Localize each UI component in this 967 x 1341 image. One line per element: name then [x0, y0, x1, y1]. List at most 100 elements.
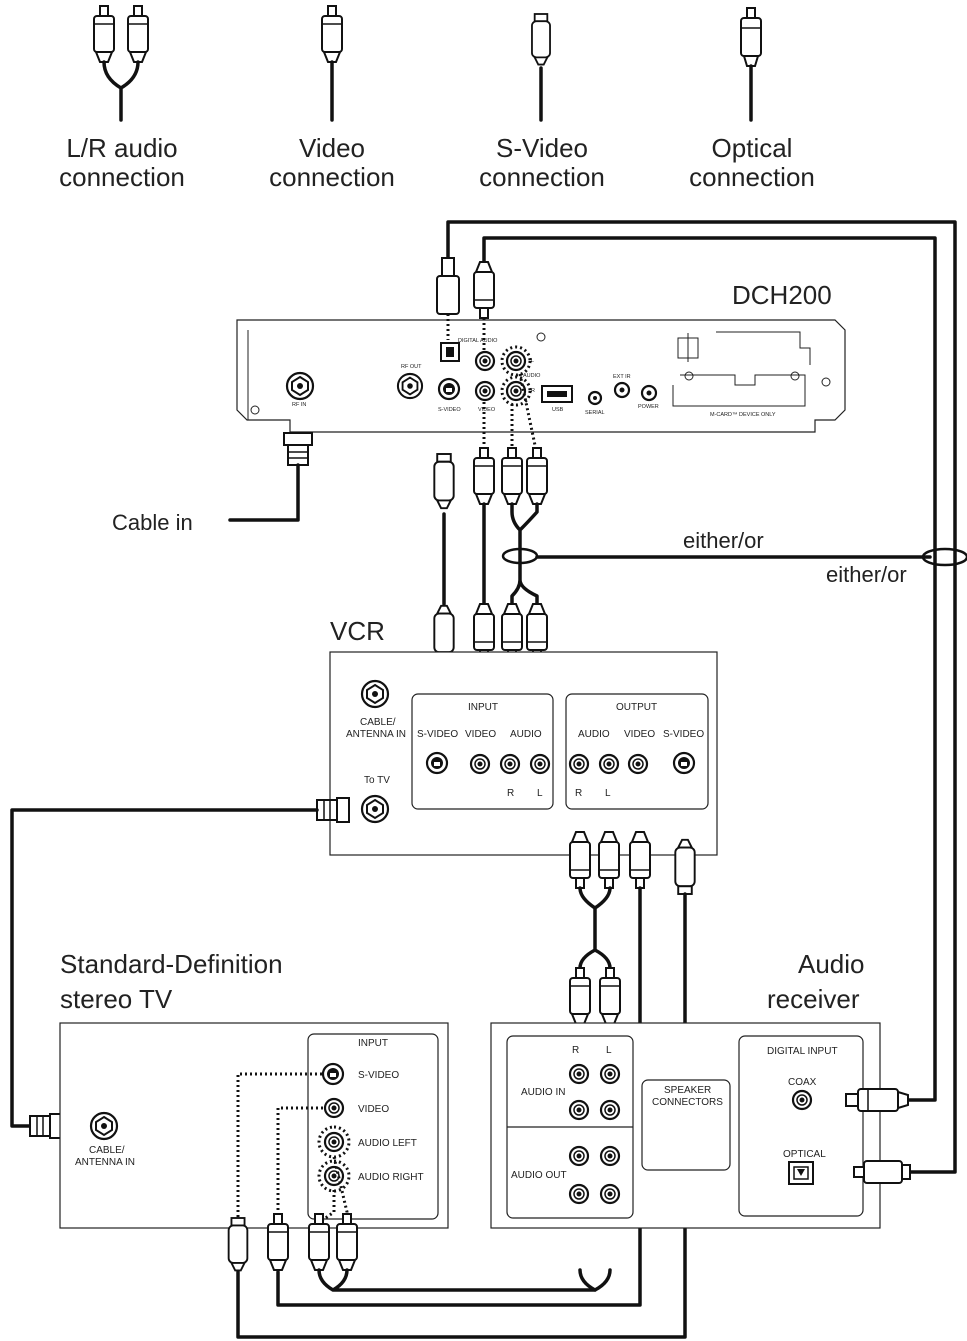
- legend-optical-line1: Optical: [712, 133, 793, 163]
- vcr-input-l-label: L: [537, 788, 543, 799]
- tv-input-cables: [227, 1072, 612, 1292]
- dch-digital-audio-label: DIGITAL AUDIO: [458, 338, 498, 344]
- dch-video-label: VIDEO: [478, 407, 496, 413]
- receiver-audio-out-r2-jack[interactable]: [568, 1183, 590, 1205]
- receiver-audio-in-l-jack[interactable]: [599, 1063, 621, 1085]
- receiver-audio-in-l2-jack[interactable]: [599, 1099, 621, 1121]
- dch-usb-label: USB: [552, 407, 564, 413]
- usb-port[interactable]: [541, 385, 573, 403]
- vcr-output-r-label: R: [575, 788, 582, 799]
- tv-audio-left-jack[interactable]: [323, 1131, 345, 1153]
- receiver-cables: [446, 220, 957, 1174]
- vcr-input-audio-l-jack[interactable]: [529, 753, 551, 775]
- legend-optical-line2: connection: [689, 162, 815, 192]
- vcr-input-label: INPUT: [468, 702, 498, 713]
- svideo-cable-icon: [531, 13, 551, 122]
- tv-box: Standard-Definition stereo TV CABLE/ ANT…: [59, 949, 449, 1229]
- vcr-output-l-label: L: [605, 788, 611, 799]
- power-jack[interactable]: [640, 384, 658, 402]
- receiver-title-line1: Audio: [798, 949, 865, 979]
- vcr-cable-antenna-jack[interactable]: [360, 679, 390, 709]
- receiver-audio-in-r2-jack[interactable]: [568, 1099, 590, 1121]
- digital-audio-port[interactable]: [440, 342, 460, 362]
- vcr-input-svideo-label: S-VIDEO: [417, 729, 458, 740]
- vcr-input-svideo-jack[interactable]: [425, 751, 449, 775]
- rf-in-jack[interactable]: [285, 371, 315, 401]
- rf-out-jack[interactable]: [396, 372, 424, 400]
- legend-lr-line2: connection: [59, 162, 185, 192]
- dch-serial-label: SERIAL: [585, 410, 605, 416]
- receiver-audio-in-r-jack[interactable]: [568, 1063, 590, 1085]
- dch-composite-top-jack[interactable]: [474, 350, 496, 372]
- tv-video-jack[interactable]: [323, 1097, 345, 1119]
- legend-lr-line1: L/R audio: [66, 133, 177, 163]
- receiver-digital-input-label: DIGITAL INPUT: [767, 1046, 838, 1057]
- receiver-optical-port[interactable]: [788, 1161, 814, 1185]
- vcr-to-tv-label: To TV: [364, 775, 390, 786]
- dch-video-jack[interactable]: [474, 380, 496, 402]
- vcr-to-tv-jack[interactable]: [360, 794, 390, 824]
- receiver-r-label: R: [572, 1045, 579, 1056]
- legend-video-line1: Video: [299, 133, 365, 163]
- receiver-digital-plugs: [845, 1088, 911, 1184]
- dch-power-label: POWER: [638, 404, 659, 410]
- receiver-speaker-label-2: CONNECTORS: [652, 1097, 723, 1108]
- receiver-audio-out-l2-jack[interactable]: [599, 1183, 621, 1205]
- vcr-input-audio-label: AUDIO: [510, 729, 542, 740]
- receiver-coax-jack[interactable]: [791, 1089, 813, 1111]
- legend: L/R audio connection Video connection S-…: [59, 5, 815, 192]
- tv-video-label: VIDEO: [358, 1104, 389, 1115]
- vcr-output-label: OUTPUT: [616, 702, 657, 713]
- receiver-audio-out-label: AUDIO OUT: [511, 1170, 567, 1181]
- tv-cable-antenna-label-2: ANTENNA IN: [75, 1157, 135, 1168]
- receiver-optical-label: OPTICAL: [783, 1149, 826, 1160]
- lr-audio-cable-icon: [93, 5, 149, 122]
- dch-audio-l-jack[interactable]: [505, 350, 527, 372]
- dch-r-label: R: [531, 388, 535, 394]
- tv-title-line2: stereo TV: [60, 984, 173, 1014]
- vcr-input-video-jack[interactable]: [469, 753, 491, 775]
- tv-audio-left-label: AUDIO LEFT: [358, 1138, 417, 1149]
- vcr-box: VCR CABLE/ ANTENNA IN To TV INPUT S-VIDE…: [329, 616, 718, 856]
- dch-mcard-label: M-CARD™ DEVICE ONLY: [710, 412, 776, 418]
- vcr-output-audio-l-jack[interactable]: [598, 753, 620, 775]
- dch-svideo-jack[interactable]: [437, 377, 461, 401]
- optical-cable-icon: [740, 7, 762, 122]
- receiver-l-label: L: [606, 1045, 612, 1056]
- dch200-box: DCH200 RF IN RF OUT DIGITAL AUDIO S-VIDE…: [236, 280, 846, 433]
- legend-svideo-line1: S-Video: [496, 133, 588, 163]
- receiver-box: Audio receiver R L AUDIO IN AUDIO OUT SP…: [490, 949, 881, 1229]
- vcr-output-video-jack[interactable]: [627, 753, 649, 775]
- tv-cable-antenna-label-1: CABLE/: [89, 1145, 125, 1156]
- receiver-audio-out-r-jack[interactable]: [568, 1145, 590, 1167]
- tv-title-line1: Standard-Definition: [60, 949, 283, 979]
- vcr-output-video-label: VIDEO: [624, 729, 655, 740]
- either-or-label-2: either/or: [826, 562, 907, 587]
- ext-ir-jack[interactable]: [613, 381, 631, 399]
- either-or-label-1: either/or: [683, 528, 764, 553]
- vcr-cable-antenna-label-1: CABLE/: [360, 717, 396, 728]
- dch-to-vcr-cables: [433, 373, 548, 661]
- vcr-output-svideo-jack[interactable]: [672, 751, 696, 775]
- legend-svideo-line2: connection: [479, 162, 605, 192]
- legend-video-line2: connection: [269, 162, 395, 192]
- vcr-input-audio-r-jack[interactable]: [499, 753, 521, 775]
- tv-cable-antenna-jack[interactable]: [89, 1111, 119, 1141]
- mcard-slot[interactable]: [672, 371, 806, 407]
- vcr-output-audio-label: AUDIO: [578, 729, 610, 740]
- cable-in-connector: [228, 432, 313, 522]
- dch-optical-plug: [436, 257, 460, 340]
- receiver-title-line2: receiver: [767, 984, 860, 1014]
- dch-l-label: L: [531, 358, 534, 364]
- tv-svideo-jack[interactable]: [321, 1062, 345, 1086]
- serial-jack[interactable]: [587, 390, 603, 406]
- cable-in-label: Cable in: [112, 510, 193, 535]
- vcr-output-audio-r-jack[interactable]: [568, 753, 590, 775]
- vcr-input-video-label: VIDEO: [465, 729, 496, 740]
- receiver-audio-out-l-jack[interactable]: [599, 1145, 621, 1167]
- tv-input-label: INPUT: [358, 1038, 388, 1049]
- receiver-audio-in-label: AUDIO IN: [521, 1087, 565, 1098]
- dch-rf-out-label: RF OUT: [401, 364, 422, 370]
- receiver-coax-label: COAX: [788, 1077, 817, 1088]
- dch-receiver-coax-plug: [473, 261, 495, 352]
